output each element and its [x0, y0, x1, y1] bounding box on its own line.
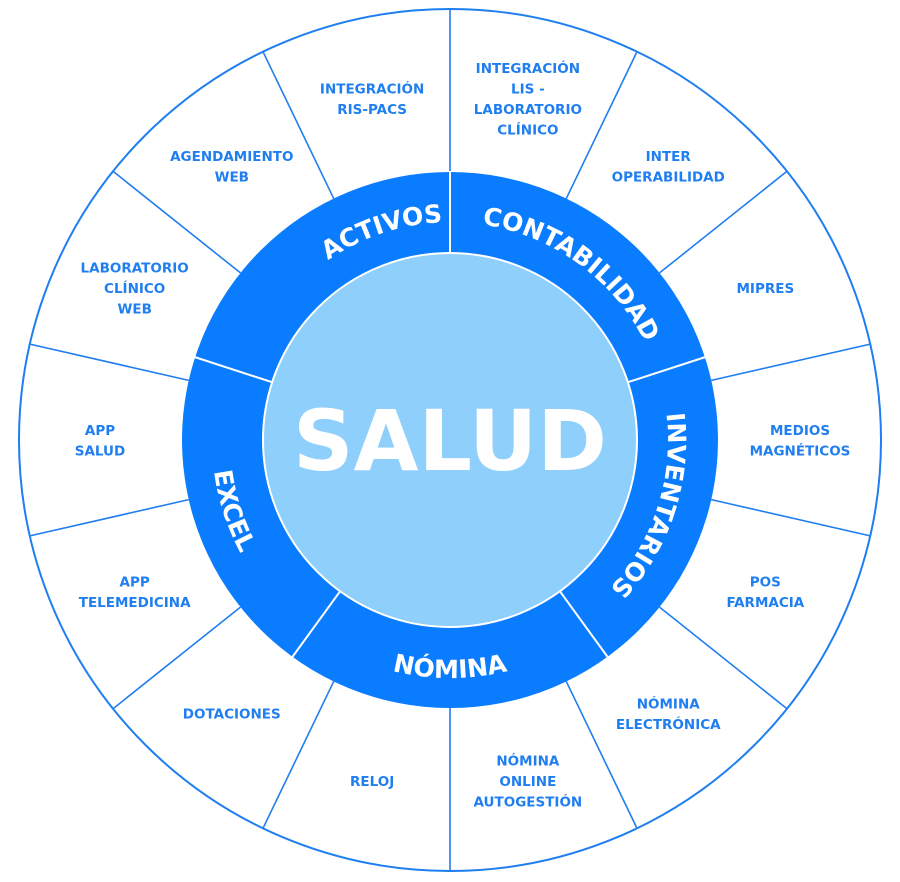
outer-module-label[interactable]: INTER OPERABILIDAD — [612, 149, 725, 186]
outer-module-label[interactable]: NÓMINA ONLINE AUTOGESTIÓN — [474, 752, 583, 811]
center-title: SALUD — [293, 392, 607, 490]
outer-label-line: SALUD — [75, 443, 125, 459]
outer-label-line: OPERABILIDAD — [612, 170, 725, 186]
outer-label-line: MEDIOS — [770, 423, 830, 439]
center-circle — [262, 252, 638, 628]
ring-divider — [291, 590, 341, 659]
ring-divider — [627, 355, 707, 384]
outer-label-line: CLÍNICO — [497, 122, 558, 139]
outer-label-line: NÓMINA — [496, 752, 560, 770]
outer-divider — [29, 498, 189, 537]
outer-label-line: APP — [85, 423, 115, 439]
outer-module-label[interactable]: MEDIOS MAGNÉTICOS — [750, 423, 851, 460]
outer-module-label[interactable]: INTEGRACIÓN LIS - LABORATORIO CLÍNICO — [474, 59, 582, 139]
outer-label-line: TELEMEDICINA — [79, 595, 191, 611]
outer-label-line: ONLINE — [499, 774, 556, 790]
outer-label-line: NÓMINA — [637, 694, 701, 712]
outer-label-line: DOTACIONES — [183, 707, 281, 723]
outer-label-line: INTER — [646, 149, 692, 165]
outer-label-line: FARMACIA — [726, 595, 804, 611]
outer-label-line: RIS-PACS — [337, 102, 407, 118]
outer-divider — [711, 498, 871, 537]
outer-divider — [262, 681, 335, 829]
outer-divider — [659, 606, 788, 710]
outer-module-label[interactable]: LABORATORIO CLÍNICO WEB — [81, 261, 189, 318]
outer-divider — [565, 681, 638, 829]
outer-label-line: CLÍNICO — [104, 280, 165, 297]
outer-module-label[interactable]: NÓMINA ELECTRÓNICA — [616, 694, 721, 733]
outer-labels: INTEGRACIÓN RIS-PACS INTEGRACIÓN LIS - LABOR… — [75, 59, 851, 811]
outer-label-line: INTEGRACIÓN — [320, 80, 424, 98]
outer-dividers — [29, 9, 871, 871]
outer-label-line: INTEGRACIÓN — [476, 59, 580, 77]
ring-divider — [193, 355, 273, 384]
outer-label-line: APP — [120, 575, 150, 591]
outer-divider — [565, 51, 638, 199]
outer-divider — [29, 343, 189, 382]
outer-label-line: AUTOGESTIÓN — [474, 793, 583, 811]
outer-label-line: WEB — [215, 170, 249, 186]
outer-module-label[interactable]: APP SALUD — [75, 423, 125, 460]
outer-module-label[interactable]: INTEGRACIÓN RIS-PACS — [320, 80, 424, 119]
outer-module-label[interactable]: AGENDAMIENTO WEB — [170, 149, 293, 186]
outer-label-line: LABORATORIO — [474, 102, 582, 118]
outer-module-label[interactable]: APP TELEMEDICINA — [79, 575, 191, 612]
outer-label-line: LIS - — [511, 82, 545, 98]
outer-label-line: MAGNÉTICOS — [750, 442, 851, 459]
outer-module-label[interactable]: MIPRES — [736, 281, 794, 297]
outer-label-line: RELOJ — [350, 774, 394, 790]
outer-module-label[interactable]: RELOJ — [350, 774, 394, 790]
outer-label-line: WEB — [117, 302, 151, 318]
outer-label-line: MIPRES — [736, 281, 794, 297]
outer-module-label[interactable]: DOTACIONES — [183, 707, 281, 723]
ring-dividers — [193, 171, 707, 659]
outer-divider — [262, 51, 335, 199]
outer-label-line: POS — [750, 575, 781, 591]
outer-label-line: ELECTRÓNICA — [616, 715, 721, 733]
outer-module-label[interactable]: POS FARMACIA — [726, 575, 804, 612]
outer-label-line: LABORATORIO — [81, 261, 189, 277]
outer-label-line: AGENDAMIENTO — [170, 149, 293, 165]
outer-divider — [112, 606, 241, 710]
ring-divider — [559, 590, 609, 659]
outer-divider — [659, 170, 788, 274]
outer-divider — [112, 170, 241, 274]
outer-divider — [711, 343, 871, 382]
